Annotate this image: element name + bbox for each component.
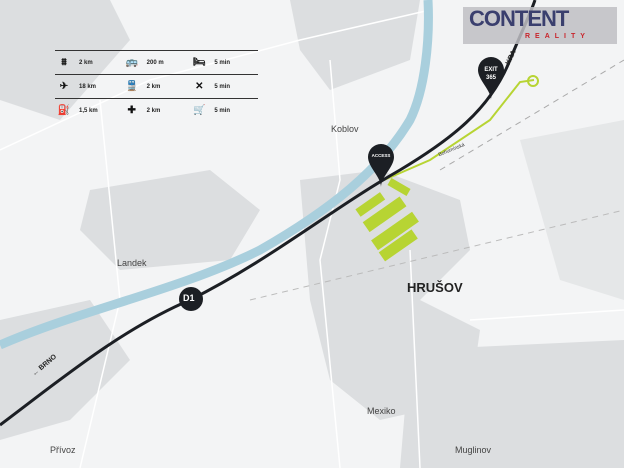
logo-subtext: REALITY <box>525 33 590 40</box>
place-landek: Landek <box>117 258 147 268</box>
exit-365-marker[interactable] <box>478 57 504 100</box>
roundabout <box>527 75 539 87</box>
highway-icon: ⩩ <box>61 56 67 68</box>
legend-value: 5 min <box>214 59 231 66</box>
hotel-icon: 🛏 <box>192 56 206 68</box>
legend-value: 18 km <box>79 83 97 90</box>
place-privoz: Přívoz <box>50 445 76 455</box>
bus-icon: 🚌 <box>125 56 138 68</box>
legend-row: ⛽ 1,5 km ✚ 2 km 🛒 5 min <box>55 98 258 122</box>
legend-value: 1,5 km <box>79 107 98 114</box>
fuel-icon: ⛽ <box>57 104 71 116</box>
legend-item: 🚆 2 km <box>123 80 191 94</box>
place-mexiko: Mexiko <box>367 406 396 416</box>
place-koblov: Koblov <box>331 124 359 134</box>
river <box>0 0 433 350</box>
legend-item: 🛒 5 min <box>190 104 258 118</box>
legend-item: ✈ 18 km <box>55 80 123 94</box>
distance-legend: ⩩ 2 km 🚌 200 m 🛏 5 min ✈ 18 km 🚆 2 km ✕ 5 min ⛽ 1,5 k… <box>55 50 258 122</box>
exit-365-label: EXIT 365 <box>484 67 498 81</box>
place-hrusov: HRUŠOV <box>407 280 463 295</box>
medical-cross-icon: ✚ <box>127 104 136 116</box>
railway <box>439 59 624 171</box>
train-icon: 🚆 <box>125 80 138 92</box>
d1-label: D1 <box>183 293 195 303</box>
shopping-cart-icon: 🛒 <box>193 104 206 116</box>
logo-text: CONTENT <box>469 6 569 31</box>
legend-value: 2 km <box>79 59 93 66</box>
legend-value: 5 min <box>214 83 231 90</box>
legend-value: 2 km <box>146 107 161 114</box>
legend-value: 5 min <box>214 107 231 114</box>
access-route <box>383 79 535 181</box>
place-muglinov: Muglinov <box>455 445 492 455</box>
legend-item: 🛏 5 min <box>190 56 258 70</box>
content-reality-logo: CONTENT REALITY <box>463 7 617 44</box>
legend-row: ✈ 18 km 🚆 2 km ✕ 5 min <box>55 74 258 98</box>
railway-secondary <box>249 209 624 301</box>
legend-item: ✚ 2 km <box>123 104 191 118</box>
legend-item: 🚌 200 m <box>123 56 191 70</box>
local-roads <box>0 9 624 468</box>
access-marker[interactable] <box>368 144 394 187</box>
airplane-icon: ✈ <box>59 80 69 92</box>
legend-value: 2 km <box>146 83 161 90</box>
legend-item: ✕ 5 min <box>190 80 258 94</box>
legend-row: ⩩ 2 km 🚌 200 m 🛏 5 min <box>55 50 258 74</box>
legend-item: ⛽ 1,5 km <box>55 104 123 118</box>
highway-d1 <box>0 0 537 427</box>
industrial-site <box>355 178 419 262</box>
legend-item: ⩩ 2 km <box>55 56 123 70</box>
legend-value: 200 m <box>146 59 164 66</box>
access-label: ACCESS <box>371 153 391 158</box>
d1-shield <box>179 287 203 311</box>
restaurant-icon: ✕ <box>195 80 204 92</box>
